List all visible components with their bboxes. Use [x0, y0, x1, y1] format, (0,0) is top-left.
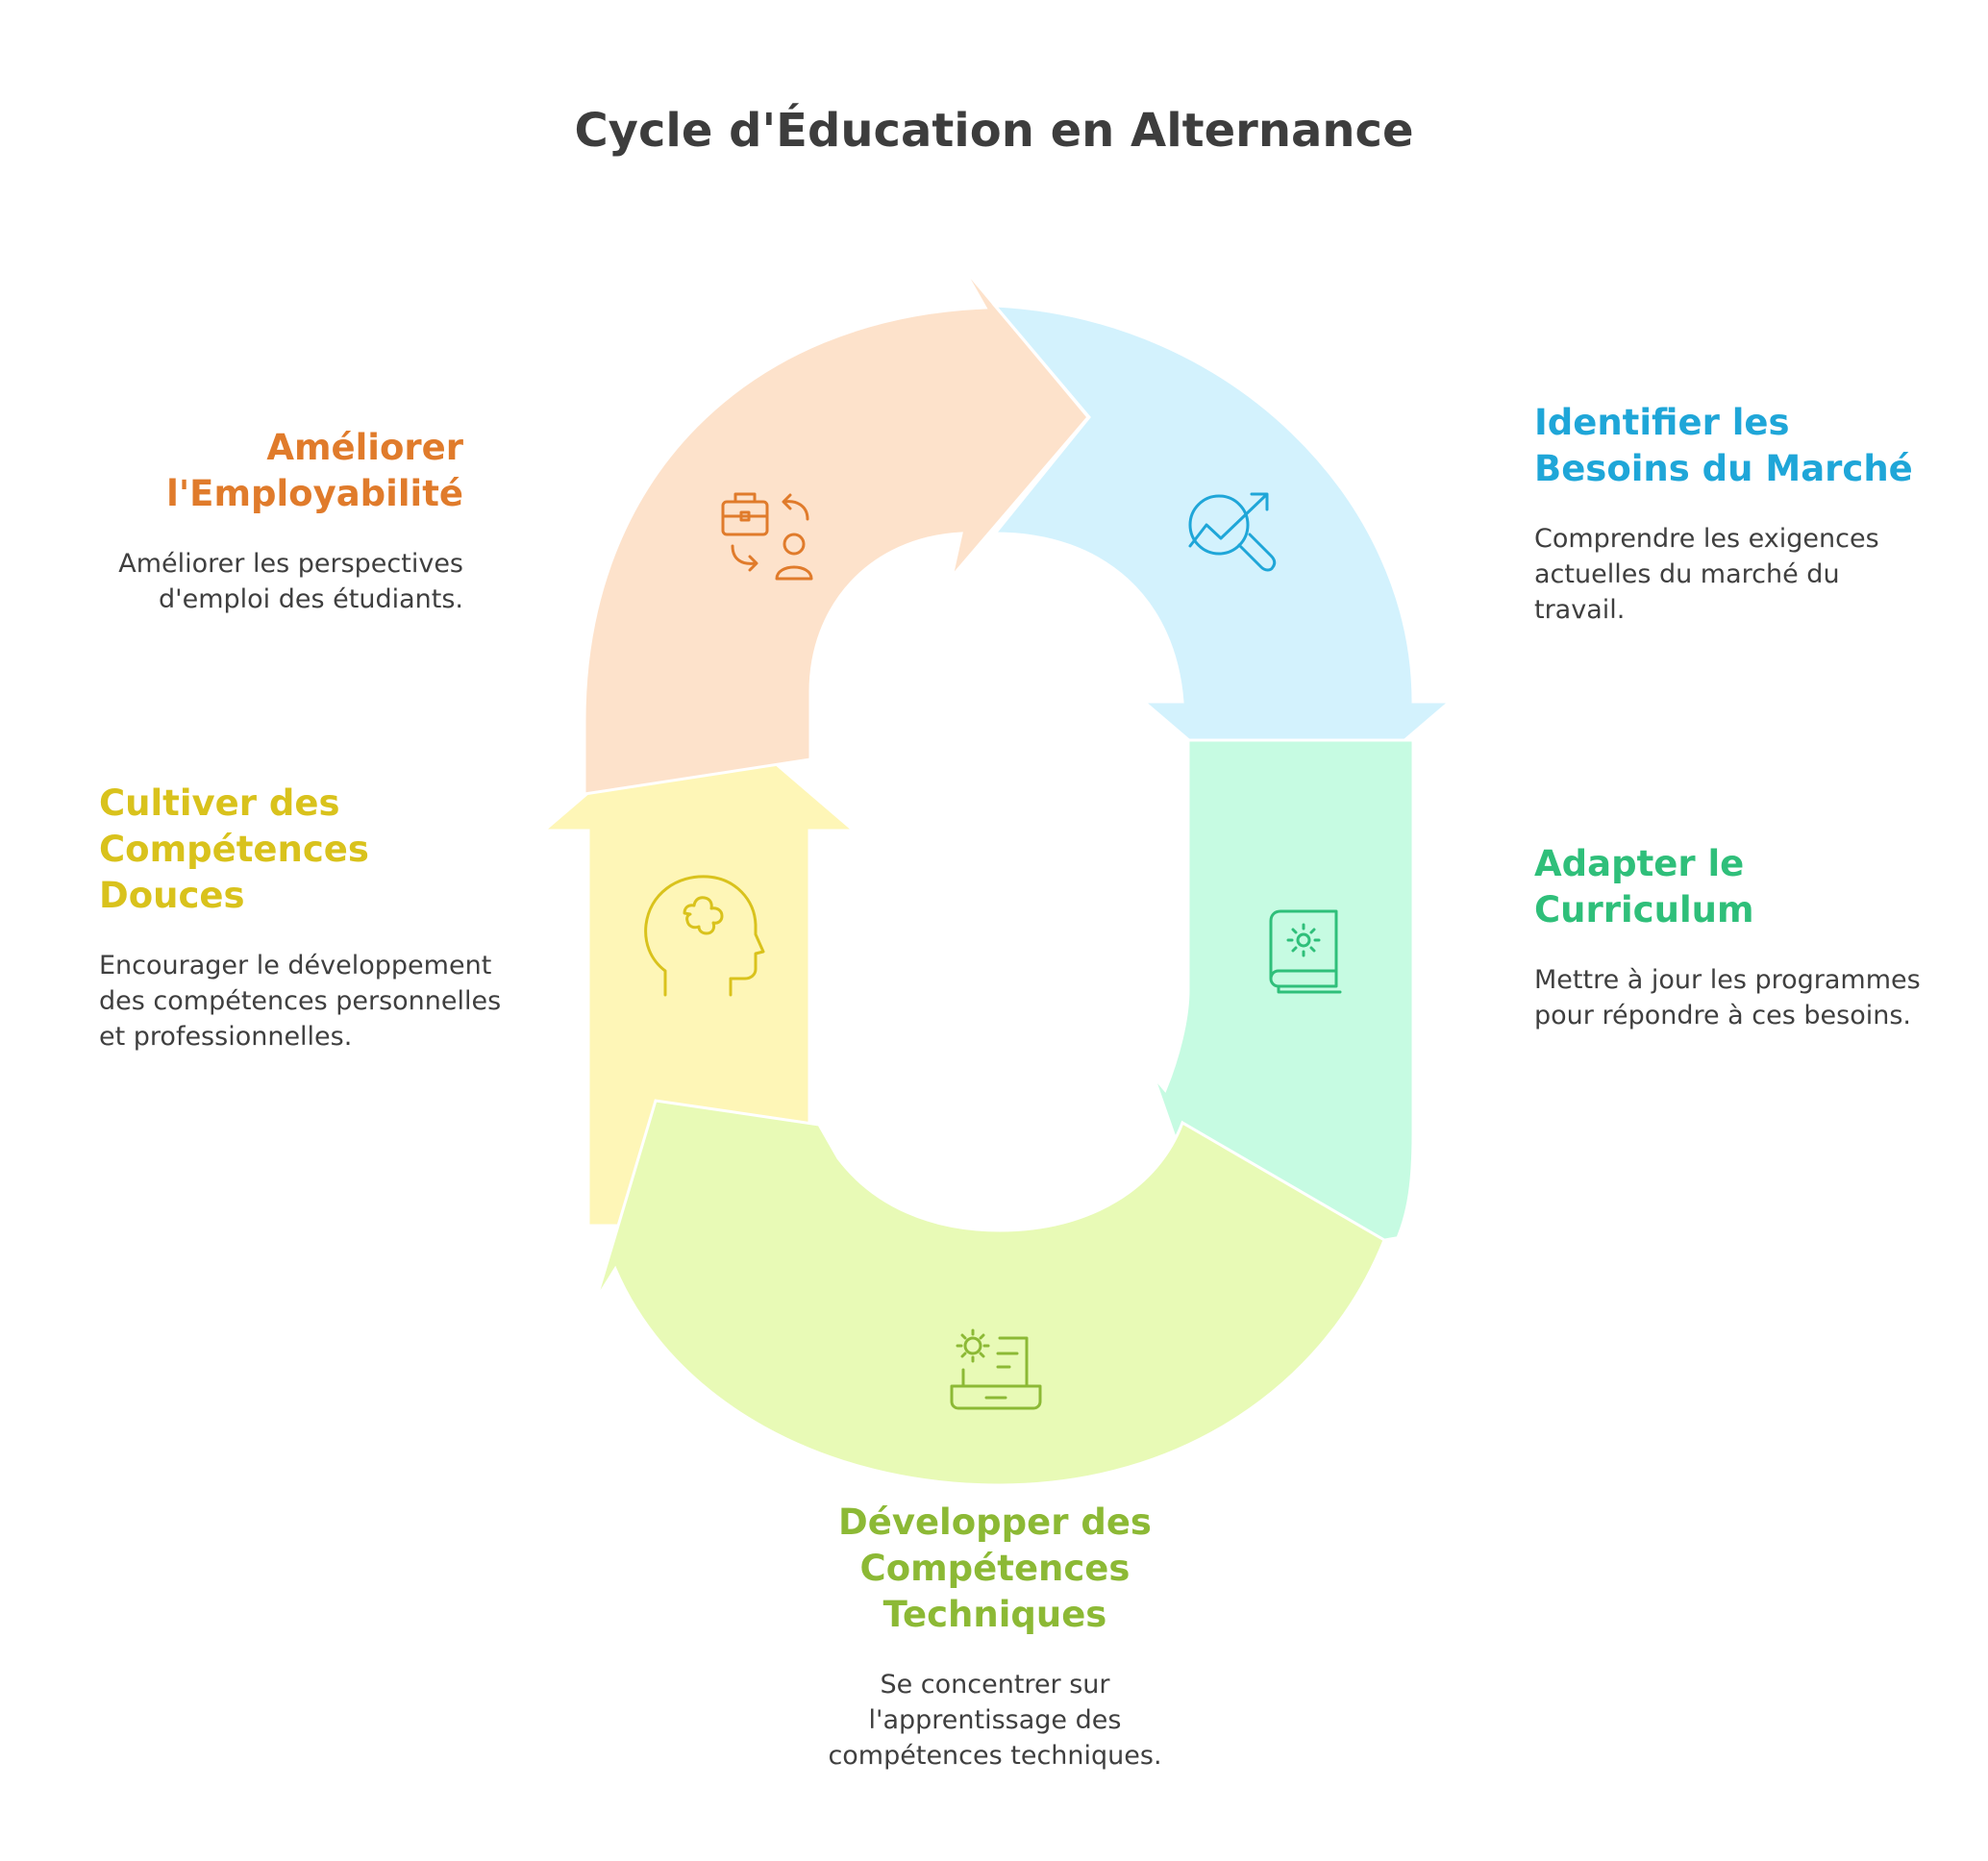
step-soft-description: Encourager le développement des compéten…: [99, 951, 502, 1052]
book-gear-icon: [1269, 909, 1342, 994]
step-curriculum-description: Mettre à jour les programmes pour répond…: [1534, 965, 1921, 1030]
step-soft-heading: Cultiver des Compétences Douces: [99, 782, 369, 916]
briefcase-person-exchange-icon: [721, 492, 813, 581]
arrow-employability: [583, 264, 1090, 796]
step-curriculum: Adapter le Curriculum Mettre à jour les …: [1534, 841, 1938, 1033]
trend-magnifier-icon: [1188, 492, 1277, 572]
step-technical: Développer des Compétences Techniques Se…: [793, 1500, 1197, 1774]
step-technical-heading: Développer des Compétences Techniques: [838, 1501, 1152, 1635]
page-title: Cycle d'Éducation en Alternance: [574, 104, 1414, 158]
laptop-gear-icon: [950, 1328, 1042, 1410]
step-market-heading: Identifier les Besoins du Marché: [1534, 402, 1913, 489]
step-soft: Cultiver des Compétences Douces Encourag…: [99, 781, 503, 1055]
step-employability-heading: Améliorer l'Employabilité: [166, 427, 463, 514]
step-technical-description: Se concentrer sur l'apprentissage des co…: [828, 1670, 1162, 1771]
step-curriculum-heading: Adapter le Curriculum: [1534, 843, 1754, 930]
arrow-technical: [594, 1099, 1386, 1487]
arrow-market: [991, 304, 1454, 834]
step-employability: Améliorer l'Employabilité Améliorer les …: [60, 425, 463, 617]
head-puzzle-icon: [644, 875, 765, 997]
step-employability-description: Améliorer les perspectives d'emploi des …: [118, 549, 463, 614]
step-market: Identifier les Besoins du Marché Compren…: [1534, 400, 1938, 628]
step-market-description: Comprendre les exigences actuelles du ma…: [1534, 524, 1879, 625]
